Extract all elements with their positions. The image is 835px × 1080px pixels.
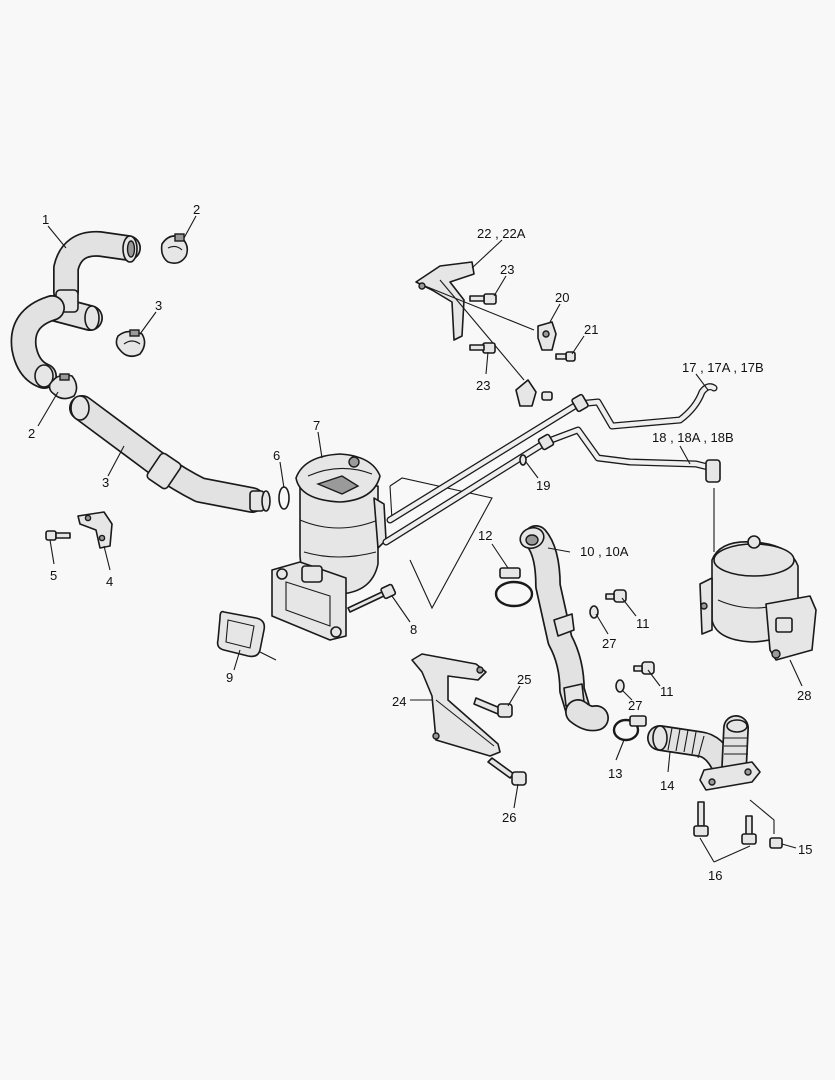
callout-14: 14 xyxy=(660,778,674,793)
callout-9: 9 xyxy=(226,670,233,685)
callout-16: 16 xyxy=(708,868,722,883)
callout-2-upper: 2 xyxy=(193,202,200,217)
hose-10 xyxy=(519,525,609,732)
bracket-4 xyxy=(77,511,113,549)
clamp-12 xyxy=(494,567,534,608)
washer-27-lower xyxy=(615,679,625,693)
callout-19: 19 xyxy=(536,478,550,493)
tube-17 xyxy=(386,383,718,524)
callout-3-lower: 3 xyxy=(102,475,109,490)
coolant-pipe-3 xyxy=(69,395,271,513)
egr-cooler-28 xyxy=(699,488,817,661)
bracket-24 xyxy=(411,653,501,757)
callout-28: 28 xyxy=(797,688,811,703)
callout-23-lower: 23 xyxy=(476,378,490,393)
tube-18 xyxy=(382,426,721,546)
bolt-8 xyxy=(347,583,397,613)
callout-20: 20 xyxy=(555,290,569,305)
corrugated-hose-14 xyxy=(647,715,761,791)
washer-19 xyxy=(519,454,527,466)
clip-20 xyxy=(537,321,557,351)
callout-5: 5 xyxy=(50,568,57,583)
callout-26: 26 xyxy=(502,810,516,825)
gasket-9 xyxy=(216,610,277,661)
bracket-22 xyxy=(415,261,535,381)
bolt-25 xyxy=(473,697,513,718)
clamp-13 xyxy=(612,715,647,742)
callout-4: 4 xyxy=(106,574,113,589)
egr-valve-7 xyxy=(271,453,387,641)
callout-25: 25 xyxy=(517,672,531,687)
callout-10: 10 , 10A xyxy=(580,544,629,559)
hose-1 xyxy=(53,230,141,305)
bolt-21 xyxy=(555,351,576,362)
callout-1: 1 xyxy=(42,212,49,227)
leader-lines xyxy=(37,215,803,863)
clip-lower xyxy=(515,379,553,407)
callout-17: 17 , 17A , 17B xyxy=(682,360,764,375)
detail-frame xyxy=(389,477,493,610)
nut-11-upper xyxy=(605,589,627,603)
clamp-2-lower xyxy=(48,373,78,400)
bolt-23-lower xyxy=(469,342,496,354)
callout-7: 7 xyxy=(313,418,320,433)
callout-11-lower: 11 xyxy=(660,684,674,699)
bolt-5 xyxy=(45,530,71,541)
hose-lower-elbow xyxy=(10,295,65,389)
callout-6: 6 xyxy=(273,448,280,463)
callout-12: 12 xyxy=(478,528,492,543)
nut-15 xyxy=(769,837,783,849)
callout-22: 22 , 22A xyxy=(477,226,526,241)
callout-23-upper: 23 xyxy=(500,262,514,277)
bolt-23-upper xyxy=(469,293,497,305)
callout-18: 18 , 18A , 18B xyxy=(652,430,734,445)
clamp-2-upper xyxy=(160,233,189,264)
callouts: 1 2 3 2 3 5 4 6 7 8 9 12 10 , 10A 11 27 … xyxy=(28,202,812,883)
bolt-26 xyxy=(487,757,527,786)
clamp-3-upper xyxy=(115,329,146,358)
callout-15: 15 xyxy=(798,842,812,857)
callout-27-lower: 27 xyxy=(628,698,642,713)
callout-24: 24 xyxy=(392,694,406,709)
callout-3-upper: 3 xyxy=(155,298,162,313)
callout-8: 8 xyxy=(410,622,417,637)
o-ring-6 xyxy=(278,486,290,510)
callout-13: 13 xyxy=(608,766,622,781)
callout-27-upper: 27 xyxy=(602,636,616,651)
callout-21: 21 xyxy=(584,322,598,337)
callout-2-lower: 2 xyxy=(28,426,35,441)
bolt-16-right xyxy=(741,815,757,845)
callout-11-upper: 11 xyxy=(636,616,650,631)
bolt-16-left xyxy=(693,801,709,837)
nut-11-lower xyxy=(633,661,655,675)
